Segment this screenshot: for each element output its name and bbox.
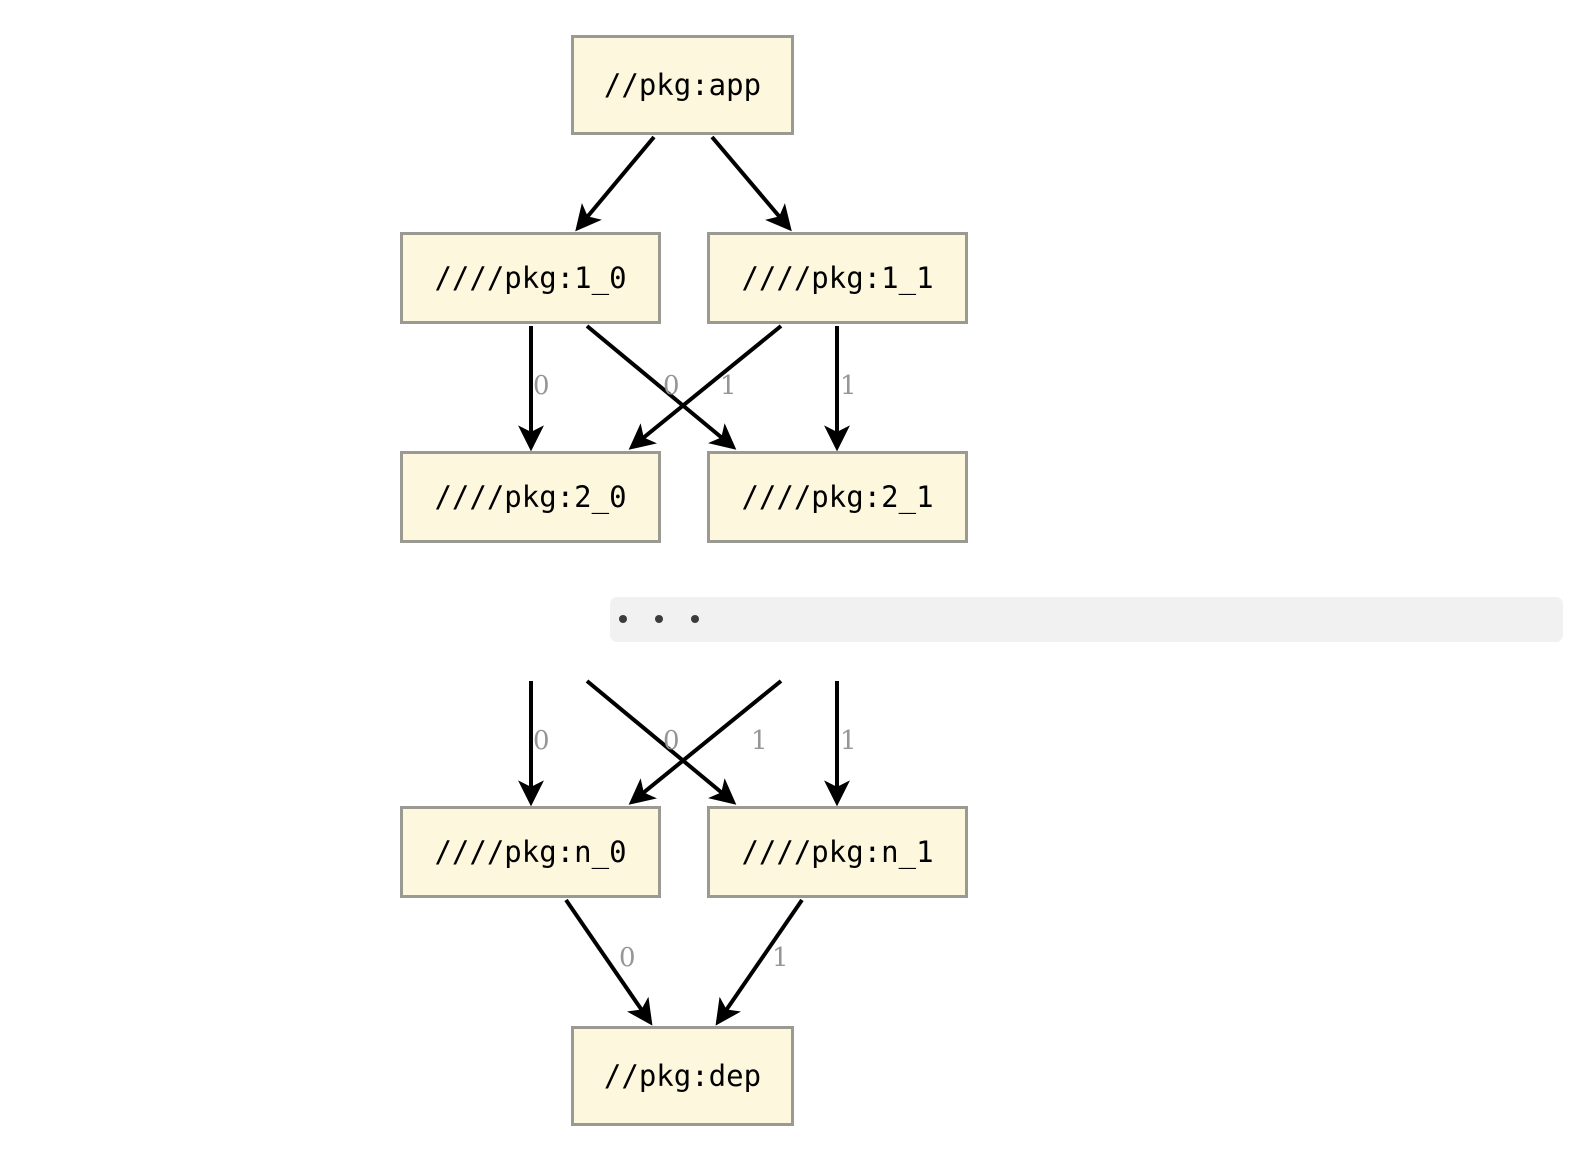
edges-group — [518, 135, 850, 1026]
ellipsis-dot-2 — [655, 615, 663, 623]
graph-node-n1_1[interactable]: ////pkg:1_1 — [707, 232, 968, 324]
graph-node-label: ////pkg:n_1 — [741, 835, 934, 869]
edge-label-lbl-1_1-2_1: 1 — [840, 371, 857, 401]
graph-edge-1_0-to-2_1 — [585, 324, 737, 450]
edge-label-lbl-1_0-2_1: 0 — [663, 371, 680, 401]
graph-node-label: ////pkg:1_1 — [741, 261, 934, 295]
edge-label-lbl-mid-n_1: 0 — [663, 726, 680, 756]
ellipsis-bar[interactable] — [610, 597, 1563, 642]
edge-label-lbl-mid2-n_1: 1 — [840, 726, 857, 756]
graph-node-n2_1[interactable]: ////pkg:2_1 — [707, 451, 968, 543]
graph-node-label: //pkg:dep — [603, 1059, 762, 1093]
ellipsis-dot-3 — [691, 615, 699, 623]
graph-edge-mid2-to-n_0 — [628, 679, 783, 805]
graph-node-label: //pkg:app — [603, 68, 762, 102]
graph-edge-n_0-to-dep — [564, 898, 653, 1026]
graph-node-label: ////pkg:n_0 — [434, 835, 627, 869]
graph-edge-1_1-to-2_0 — [628, 324, 783, 450]
edge-label-lbl-1_1-2_0: 1 — [720, 371, 737, 401]
graph-node-dep[interactable]: //pkg:dep — [571, 1026, 794, 1126]
graph-node-label: ////pkg:1_0 — [434, 261, 627, 295]
graph-edge-n_1-to-dep — [715, 898, 804, 1026]
edge-label-lbl-n_0-dep: 0 — [619, 943, 636, 973]
ellipsis-dot-1 — [619, 615, 627, 623]
graph-edge-app-to-1_1 — [710, 135, 792, 232]
edge-label-lbl-mid-n_0: 0 — [533, 726, 550, 756]
graph-node-nn_1[interactable]: ////pkg:n_1 — [707, 806, 968, 898]
graph-node-label: ////pkg:2_0 — [434, 480, 627, 514]
graph-node-n2_0[interactable]: ////pkg:2_0 — [400, 451, 661, 543]
edge-label-lbl-1_0-2_0: 0 — [533, 371, 550, 401]
graph-edge-app-to-1_0 — [575, 135, 656, 232]
edge-label-lbl-n_1-dep: 1 — [772, 943, 789, 973]
graph-edge-mid-to-n_1 — [585, 679, 737, 805]
graph-node-label: ////pkg:2_1 — [741, 480, 934, 514]
edge-label-lbl-mid2-n_0: 1 — [751, 726, 768, 756]
graph-node-app[interactable]: //pkg:app — [571, 35, 794, 135]
graph-node-nn_0[interactable]: ////pkg:n_0 — [400, 806, 661, 898]
graph-node-n1_0[interactable]: ////pkg:1_0 — [400, 232, 661, 324]
